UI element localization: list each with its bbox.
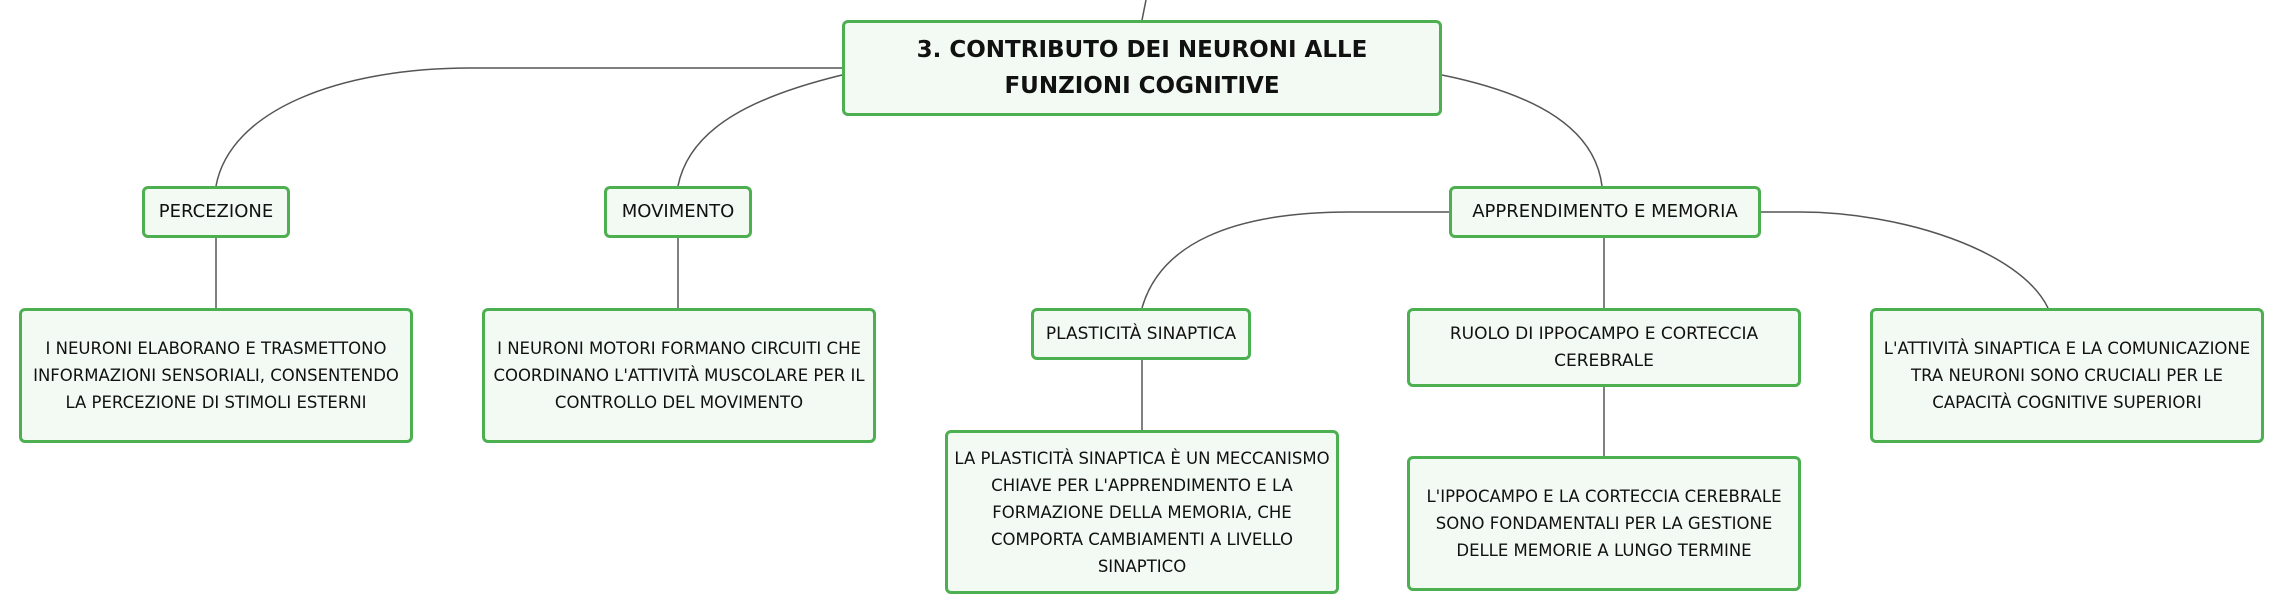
- root-title: 3. CONTRIBUTO DEI NEURONI ALLE FUNZIONI …: [916, 37, 1368, 99]
- node-plasticita-sinaptica[interactable]: PLASTICITÀ SINAPTICA: [1031, 308, 1251, 360]
- node-movimento-label: MOVIMENTO: [621, 201, 735, 222]
- connector-apprendimento-to-plasticita: [1141, 211, 1449, 309]
- node-ippocampo-detail[interactable]: L'IPPOCAMPO E LA CORTECCIA CEREBRALE SON…: [1407, 456, 1801, 591]
- node-ruolo-ippocampo-label: RUOLO DI IPPOCAMPO E CORTECCIA CEREBRALE: [1449, 323, 1759, 371]
- node-apprendimento-memoria[interactable]: APPRENDIMENTO E MEMORIA: [1449, 186, 1761, 238]
- root-node[interactable]: 3. CONTRIBUTO DEI NEURONI ALLE FUNZIONI …: [842, 20, 1442, 116]
- node-ruolo-ippocampo[interactable]: RUOLO DI IPPOCAMPO E CORTECCIA CEREBRALE: [1407, 308, 1801, 387]
- node-ippocampo-detail-text: L'IPPOCAMPO E LA CORTECCIA CEREBRALE SON…: [1426, 487, 1782, 560]
- node-percezione-label: PERCEZIONE: [158, 201, 274, 222]
- connector-root-to-percezione: [215, 67, 842, 187]
- node-attivita-sinaptica-text: L'ATTIVITÀ SINAPTICA E LA COMUNICAZIONE …: [1883, 339, 2251, 412]
- node-percezione-detail-text: I NEURONI ELABORANO E TRASMETTONO INFORM…: [33, 339, 399, 412]
- connector-root-to-apprendimento: [1441, 74, 1603, 187]
- node-plasticita-detail-text: LA PLASTICITÀ SINAPTICA È UN MECCANISMO …: [954, 448, 1330, 576]
- node-percezione[interactable]: PERCEZIONE: [142, 186, 290, 238]
- node-movimento[interactable]: MOVIMENTO: [604, 186, 752, 238]
- node-attivita-sinaptica[interactable]: L'ATTIVITÀ SINAPTICA E LA COMUNICAZIONE …: [1870, 308, 2264, 443]
- node-movimento-detail[interactable]: I NEURONI MOTORI FORMANO CIRCUITI CHE CO…: [482, 308, 876, 443]
- connector-root-to-movimento: [677, 74, 843, 187]
- node-apprendimento-memoria-label: APPRENDIMENTO E MEMORIA: [1472, 201, 1738, 222]
- connector-apprendimento-to-attivita: [1761, 211, 2049, 309]
- node-plasticita-sinaptica-label: PLASTICITÀ SINAPTICA: [1045, 324, 1237, 344]
- node-percezione-detail[interactable]: I NEURONI ELABORANO E TRASMETTONO INFORM…: [19, 308, 413, 443]
- node-movimento-detail-text: I NEURONI MOTORI FORMANO CIRCUITI CHE CO…: [493, 339, 865, 412]
- connector-parent-to-root: [1141, 0, 1147, 21]
- node-plasticita-detail[interactable]: LA PLASTICITÀ SINAPTICA È UN MECCANISMO …: [945, 430, 1339, 594]
